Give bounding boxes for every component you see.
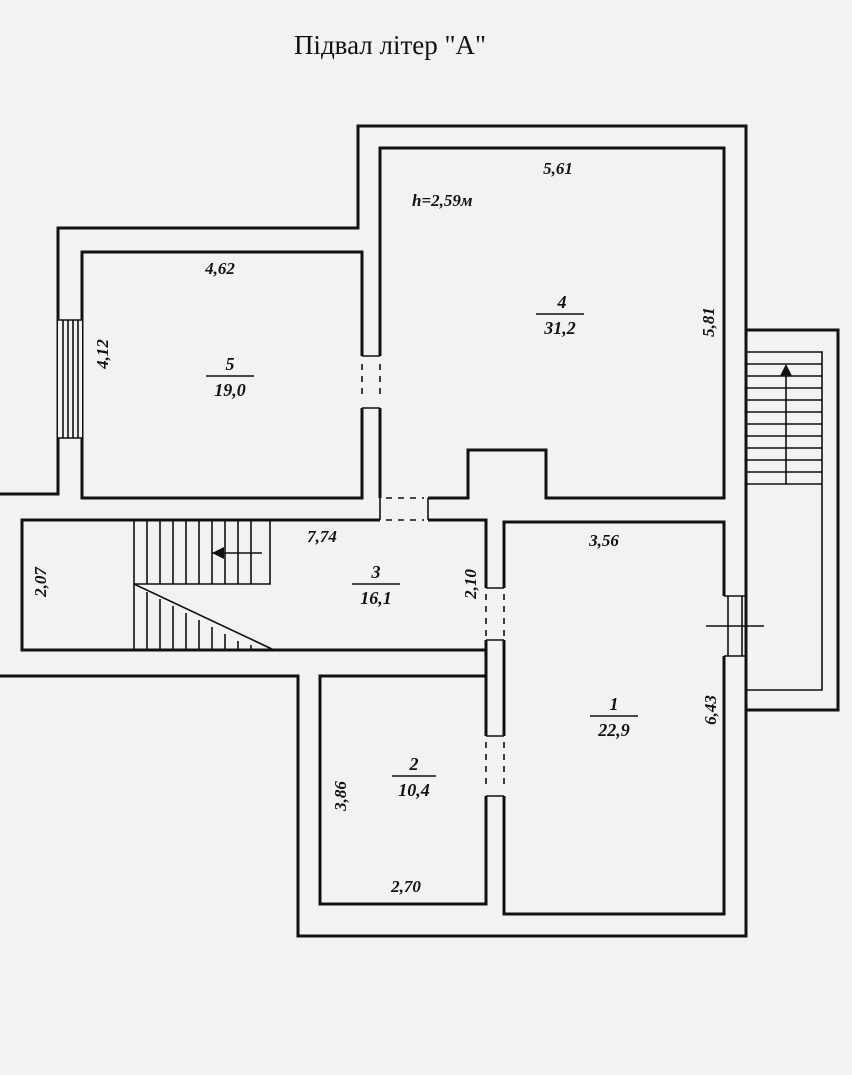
stairs-room-3 xyxy=(133,520,275,651)
room-5-dim-height: 4,12 xyxy=(93,339,112,370)
outer-walls xyxy=(0,124,748,938)
window-room-5 xyxy=(58,319,82,439)
room-1-dim-width: 3,56 xyxy=(588,531,619,550)
room-5-area: 19,0 xyxy=(214,380,246,400)
room-5-outline xyxy=(80,250,364,500)
room-2-dim-height: 3,86 xyxy=(331,781,350,812)
room-2-dim-width: 2,70 xyxy=(390,877,421,896)
room-3-area: 16,1 xyxy=(360,588,392,608)
room-3-dim-door: 2,10 xyxy=(461,569,480,600)
room-3-labels: 7,74 2,07 2,10 3 16,1 xyxy=(31,527,480,608)
room-4-outline xyxy=(378,146,726,500)
room-5-number: 5 xyxy=(226,354,235,374)
exterior-stairs xyxy=(746,328,840,712)
room-4-dim-width: 5,61 xyxy=(543,159,573,178)
room-1-labels: 3,56 6,43 1 22,9 xyxy=(588,531,720,740)
room-3-dim-height: 2,07 xyxy=(31,566,50,598)
room-1-number: 1 xyxy=(610,694,619,714)
plan-title: Підвал літер "А" xyxy=(293,30,487,60)
room-4-area: 31,2 xyxy=(543,318,576,338)
room-1-outline xyxy=(502,520,726,916)
door-4-3 xyxy=(379,497,429,521)
room-2-number: 2 xyxy=(409,754,419,774)
door-3-1 xyxy=(485,587,505,641)
room-3-dim-width: 7,74 xyxy=(307,527,337,546)
room-4-dim-height: 5,81 xyxy=(699,307,718,337)
room-5-labels: 4,62 4,12 5 19,0 xyxy=(93,259,254,400)
room-2-outline xyxy=(318,674,488,906)
room-1-dim-height: 6,43 xyxy=(701,695,720,725)
room-2-labels: 2,70 3,86 2 10,4 xyxy=(331,754,436,896)
room-3-outline xyxy=(20,518,488,652)
room-4-labels: 5,61 5,81 4 31,2 xyxy=(536,159,718,338)
room-3-number: 3 xyxy=(371,562,381,582)
door-2-1 xyxy=(485,735,505,797)
door-5-4 xyxy=(361,355,381,409)
room-2-area: 10,4 xyxy=(398,780,430,800)
room-1-area: 22,9 xyxy=(597,720,630,740)
room-5-dim-width: 4,62 xyxy=(204,259,235,278)
door-room-1-exterior xyxy=(706,595,764,657)
room-4-number: 4 xyxy=(557,292,567,312)
height-label: h=2,59м xyxy=(412,191,473,210)
